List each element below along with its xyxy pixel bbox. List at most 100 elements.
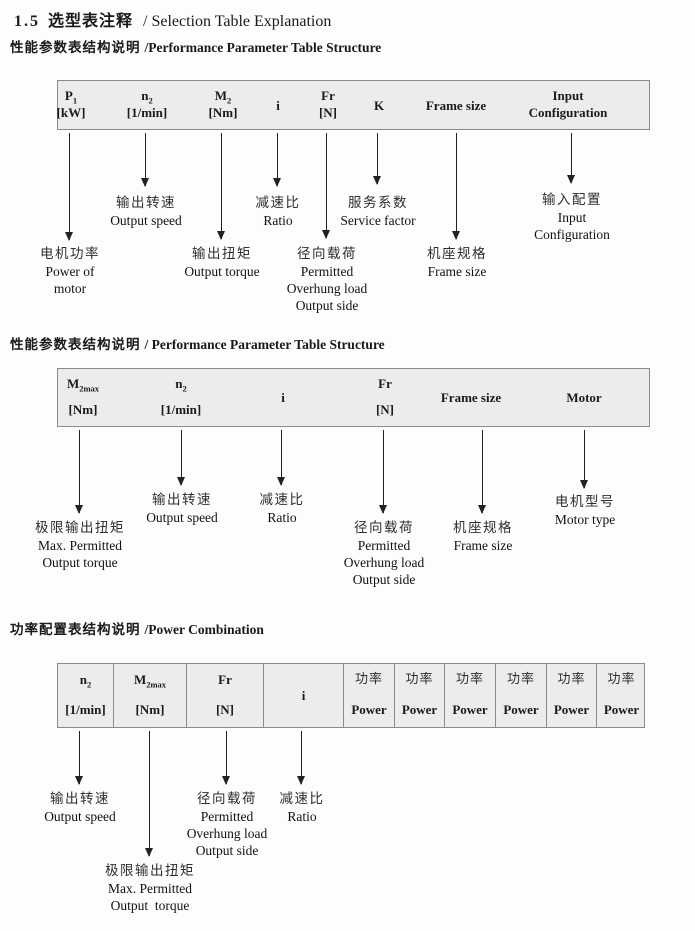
- down-arrow-icon: [65, 133, 73, 241]
- table-header-cell: M2[Nm]: [157, 81, 289, 129]
- table-header-cell: M2max [Nm]: [17, 369, 149, 426]
- down-arrow-icon: [141, 133, 149, 187]
- annotation-label-en: Permitted: [200, 809, 254, 824]
- down-arrow-icon: [177, 430, 185, 486]
- table-header-cell: i: [212, 81, 344, 129]
- annotation-label-en: Output torque: [110, 898, 190, 913]
- annotation-label-en: Overhung load: [343, 555, 425, 570]
- down-arrow-icon: [75, 430, 83, 514]
- annotation-label-en: Input: [557, 210, 587, 225]
- table-header-cell: n2[1/min]: [115, 369, 247, 426]
- annotation-label: 输出转速 Output speed: [107, 492, 257, 526]
- section-heading-zh: 性能参数表结构说明: [10, 40, 141, 56]
- annotation-label-zh: 极限输出扭矩: [105, 863, 195, 879]
- annotation-label: 电机功率 Power of motor: [0, 246, 145, 297]
- annotation-label-zh: 径向载荷: [197, 791, 257, 807]
- annotation-label-en: Motor type: [554, 512, 616, 527]
- header-cell-line: [Nm]: [68, 402, 98, 417]
- table-header-cell: 功率 Power: [444, 664, 495, 727]
- annotation-label: 输出扭矩 Output torque: [147, 246, 297, 280]
- annotation-label: 机座规格 Frame size: [408, 520, 558, 554]
- annotation-label-en: Output torque: [184, 264, 260, 279]
- annotation-label-zh: 径向载荷: [297, 246, 357, 262]
- annotation-label-en: Output speed: [146, 510, 218, 525]
- header-cell-line: [N]: [215, 702, 235, 717]
- annotation-label-zh: 径向载荷: [354, 520, 414, 536]
- annotation-label-en: motor: [53, 281, 87, 296]
- annotation-label-zh: 输入配置: [542, 192, 602, 208]
- annotation-label-en: Max. Permitted: [108, 881, 192, 896]
- annotation-label-en: Output speed: [44, 809, 116, 824]
- annotation-label-en: Permitted: [357, 538, 411, 553]
- annotation-label-zh: 机座规格: [453, 520, 513, 536]
- annotation-label-zh: 极限输出扭矩: [35, 520, 125, 536]
- header-cell-line: Fr: [321, 88, 335, 103]
- down-arrow-icon: [322, 133, 330, 239]
- down-arrow-icon: [297, 731, 305, 785]
- table-header-cell: Frame size: [390, 81, 522, 129]
- header-cell-line: n2: [175, 376, 187, 394]
- table-header-cell: Motor: [518, 369, 650, 426]
- header-cell-line: n2: [79, 672, 92, 690]
- section-heading-zh: 性能参数表结构说明: [10, 337, 141, 353]
- annotation-label-zh: 电机功率: [40, 246, 100, 262]
- page-title: 1.5 选型表注释 / Selection Table Explanation: [14, 7, 331, 31]
- header-cell-line: Power: [452, 702, 488, 717]
- annotation-label-zh: 输出扭矩: [192, 246, 252, 262]
- annotation-label-en: Output side: [195, 843, 259, 858]
- table-header-cell: K: [313, 81, 445, 129]
- table-header-cell: i: [263, 664, 343, 727]
- down-arrow-icon: [580, 430, 588, 489]
- down-arrow-icon: [217, 133, 225, 240]
- header-cell-line: 功率: [354, 672, 383, 687]
- annotation-label-en: Ratio: [263, 213, 293, 228]
- table-header-cell: P1[kW]: [5, 81, 137, 129]
- annotation-label-en: Overhung load: [186, 826, 268, 841]
- annotation-label-en: Overhung load: [286, 281, 368, 296]
- annotation-label-zh: 电机型号: [555, 494, 615, 510]
- table-header-cell: Frame size: [405, 369, 537, 426]
- header-cell-line: 功率: [607, 672, 636, 687]
- header-cell-line: 功率: [405, 672, 434, 687]
- annotation-label-en: Configuration: [534, 227, 610, 242]
- annotation-label-zh: 减速比: [279, 791, 325, 807]
- section-heading-en: / Performance Parameter Table Structure: [144, 337, 385, 352]
- header-cell-line: M2max: [66, 376, 100, 394]
- header-cell-line: [kW]: [56, 105, 86, 120]
- annotation-label: 电机型号 Motor type: [510, 494, 660, 528]
- header-cell-line: i: [276, 97, 280, 113]
- header-cell-line: M2max: [133, 672, 167, 690]
- header-cell-line: Motor: [566, 390, 602, 405]
- header-cell-line: [Nm]: [208, 105, 238, 120]
- header-cell-line: 功率: [557, 672, 586, 687]
- annotation-label-en: Power of: [45, 264, 95, 279]
- table-header-cell: n2[1/min]: [81, 81, 213, 129]
- down-arrow-icon: [222, 731, 230, 785]
- annotation-label-zh: 输出转速: [152, 492, 212, 508]
- annotation-label-en: Output torque: [42, 555, 118, 570]
- table-header-cell: Fr[N]: [319, 369, 451, 426]
- annotation-label-en: Frame size: [453, 538, 513, 553]
- header-cell-line: 功率: [455, 672, 484, 687]
- annotation-label-en: Ratio: [267, 510, 297, 525]
- section-heading-en: /Performance Parameter Table Structure: [144, 40, 382, 55]
- header-cell-line: K: [373, 97, 385, 113]
- table-header-cell: Fr[N]: [262, 81, 394, 129]
- down-arrow-icon: [273, 133, 281, 187]
- down-arrow-icon: [567, 133, 575, 184]
- header-cell-line: Power: [503, 702, 539, 717]
